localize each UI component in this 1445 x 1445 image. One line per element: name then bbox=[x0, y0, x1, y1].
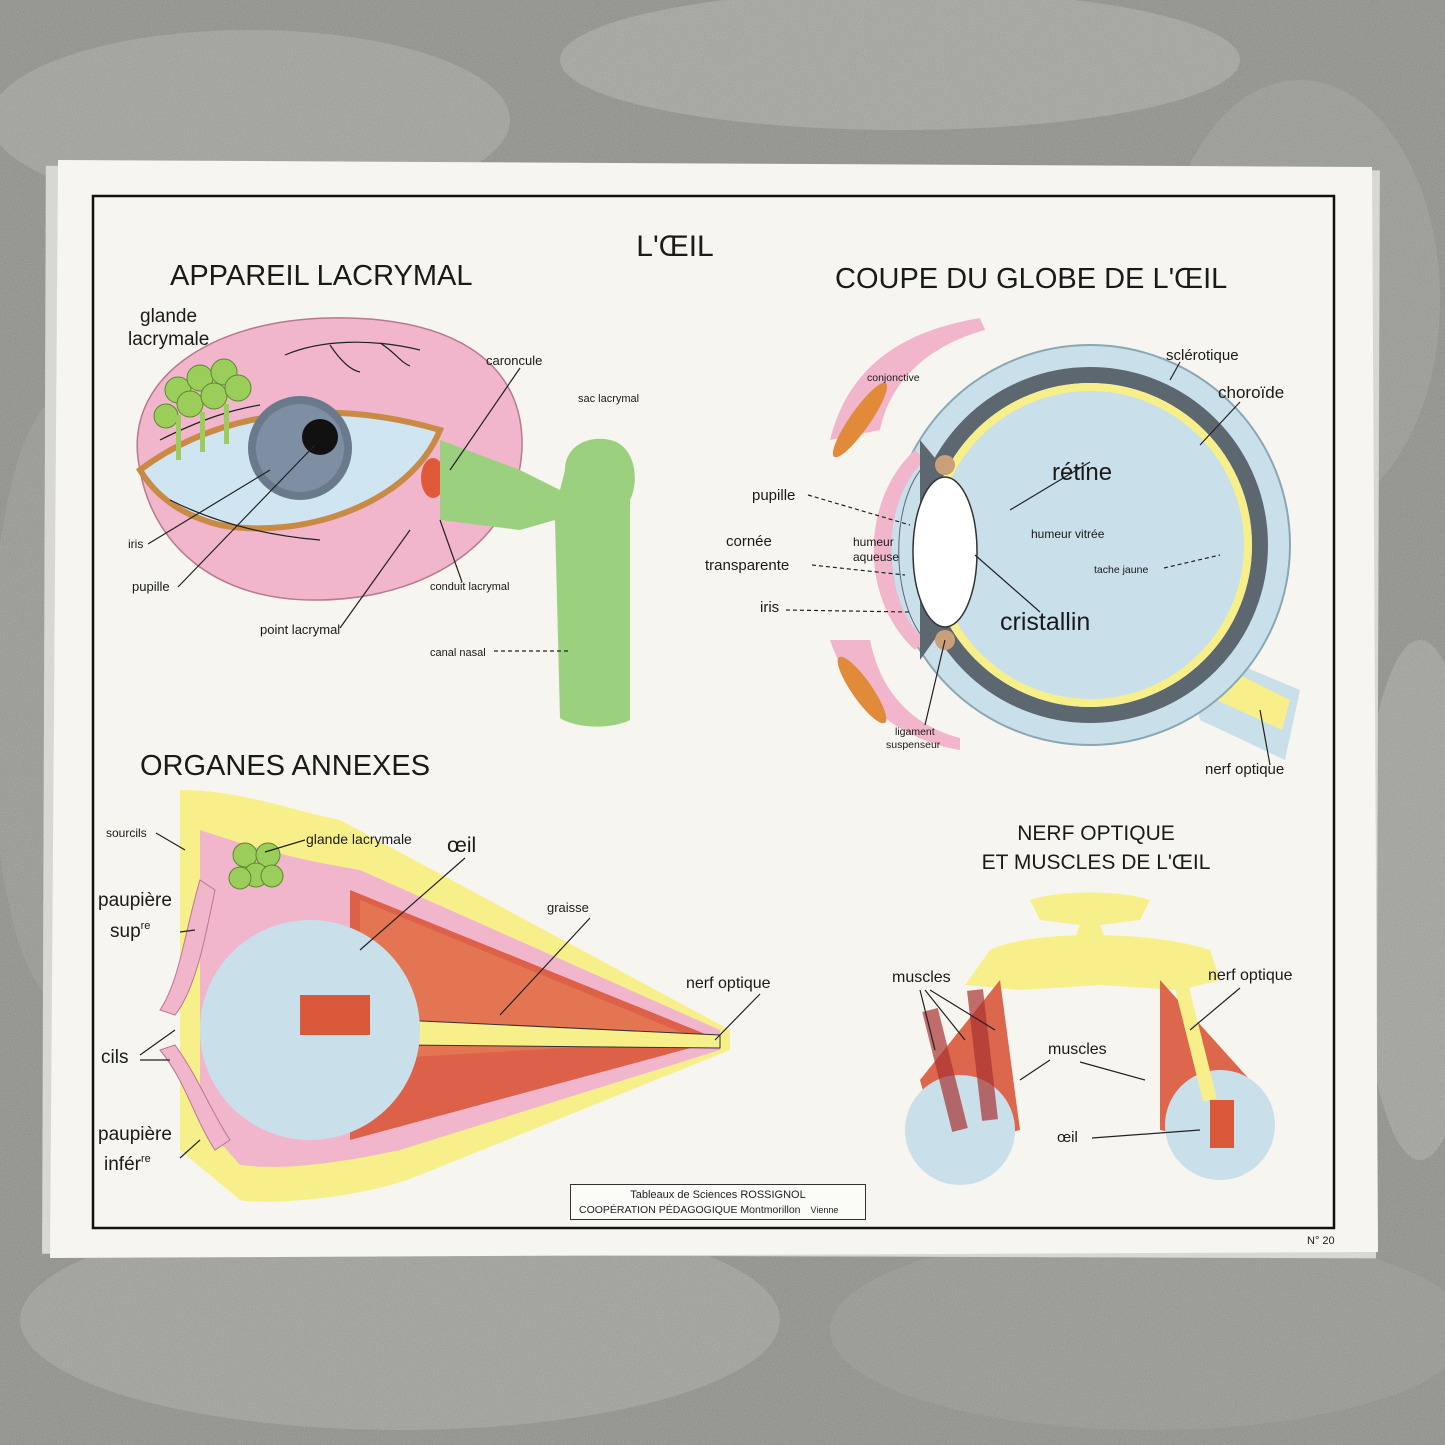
label-aqueuse: aqueuse bbox=[853, 550, 899, 564]
lacrymal-gland-shape bbox=[153, 358, 252, 460]
section-nerf-muscles: NERF OPTIQUE ET MUSCLES DE L'ŒIL muscles… bbox=[892, 822, 1293, 1185]
label-oeil-nerf: œil bbox=[1057, 1129, 1078, 1146]
label-iris-coupe: iris bbox=[760, 599, 779, 616]
label-cils: cils bbox=[101, 1047, 128, 1068]
label-sac-lacrymal: sac lacrymal bbox=[578, 393, 639, 405]
section-organes-annexes: ORGANES ANNEXES bbox=[98, 750, 771, 1202]
label-iris-lacrymal: iris bbox=[128, 537, 143, 551]
section-title-lacrymal: APPAREIL LACRYMAL bbox=[170, 260, 472, 292]
label-humeur: humeur bbox=[853, 535, 894, 549]
plate-number: N° 20 bbox=[1307, 1235, 1335, 1247]
label-caroncule: caroncule bbox=[486, 353, 542, 368]
label-paupiere-sup-superscript: re bbox=[141, 920, 151, 932]
label-transparente: transparente bbox=[705, 557, 789, 574]
coupe-leader-lines bbox=[785, 361, 1271, 766]
label-sclerotique: sclérotique bbox=[1166, 347, 1239, 364]
lens-shape bbox=[912, 476, 978, 628]
publisher-vienne: Vienne bbox=[810, 1205, 839, 1215]
section-title-coupe: COUPE DU GLOBE DE L'ŒIL bbox=[835, 263, 1227, 295]
label-pupille-lacrymal: pupille bbox=[132, 579, 170, 594]
label-conduit-lacrymal: conduit lacrymal bbox=[430, 581, 509, 593]
label-muscles-center: muscles bbox=[1048, 1041, 1107, 1058]
label-paupiere-inf-2: inférre bbox=[104, 1153, 151, 1175]
label-nerf-optique-annexes: nerf optique bbox=[686, 975, 771, 992]
section-coupe-globe: COUPE DU GLOBE DE L'ŒIL bbox=[705, 263, 1300, 778]
publisher-plate: Tableaux de Sciences ROSSIGNOL COOPÉRATI… bbox=[570, 1184, 866, 1220]
label-retine: rétine bbox=[1052, 459, 1112, 486]
publisher-line-2: COOPÉRATION PÉDAGOGIQUE Montmorillon Vien… bbox=[579, 1204, 838, 1216]
lacrymal-sac-shape bbox=[440, 438, 635, 727]
nerf-illustration bbox=[905, 892, 1275, 1185]
label-pupille-coupe: pupille bbox=[752, 487, 795, 504]
label-glande: glande bbox=[140, 306, 197, 327]
label-glande-lacrymale-annexes: glande lacrymale bbox=[306, 831, 412, 847]
annexes-illustration bbox=[159, 790, 730, 1202]
label-tache-jaune: tache jaune bbox=[1094, 564, 1148, 576]
label-paupiere-sup-2: supre bbox=[110, 920, 150, 942]
nerf-leader-lines bbox=[919, 987, 1241, 1139]
lacrymal-leader-lines bbox=[147, 367, 570, 652]
label-paupiere-inf-superscript: re bbox=[141, 1153, 151, 1165]
label-canal-nasal: canal nasal bbox=[430, 647, 486, 659]
label-oeil-annexes: œil bbox=[447, 834, 476, 857]
section-title-nerf-1: NERF OPTIQUE bbox=[1017, 822, 1175, 845]
label-sourcils: sourcils bbox=[106, 826, 147, 840]
label-point-lacrymal: point lacrymal bbox=[260, 622, 340, 637]
retina-shape bbox=[928, 383, 1252, 707]
label-paupiere-sup-1: paupière bbox=[98, 890, 172, 911]
label-conjonctive: conjonctive bbox=[867, 372, 920, 384]
globe-illustration bbox=[830, 318, 1300, 760]
label-lacrymale: lacrymale bbox=[128, 329, 209, 350]
section-title-nerf-2: ET MUSCLES DE L'ŒIL bbox=[982, 851, 1211, 874]
label-ligament: ligament bbox=[895, 726, 935, 738]
label-choroide: choroïde bbox=[1218, 383, 1284, 402]
section-title-annexes: ORGANES ANNEXES bbox=[140, 750, 430, 782]
lacrymal-pupil-shape bbox=[302, 419, 338, 455]
publisher-cooperation: COOPÉRATION PÉDAGOGIQUE Montmorillon bbox=[579, 1204, 801, 1216]
poster-frame bbox=[91, 194, 1336, 1230]
section-appareil-lacrymal: APPAREIL LACRYMAL bbox=[128, 260, 639, 727]
poster-title: L'ŒIL bbox=[636, 230, 713, 263]
label-cristallin: cristallin bbox=[1000, 608, 1090, 636]
label-graisse: graisse bbox=[547, 900, 589, 915]
label-nerf-optique-nerf: nerf optique bbox=[1208, 967, 1293, 984]
label-muscles-left: muscles bbox=[892, 969, 951, 986]
publisher-line-1: Tableaux de Sciences ROSSIGNOL bbox=[630, 1189, 806, 1201]
label-humeur-vitree: humeur vitrée bbox=[1031, 527, 1105, 541]
label-paupiere-inf-1: paupière bbox=[98, 1124, 172, 1145]
annexes-leader-lines bbox=[139, 832, 761, 1159]
label-suspenseur: suspenseur bbox=[886, 739, 941, 751]
label-nerf-optique-coupe: nerf optique bbox=[1205, 761, 1284, 778]
label-cornee: cornée bbox=[726, 533, 772, 550]
